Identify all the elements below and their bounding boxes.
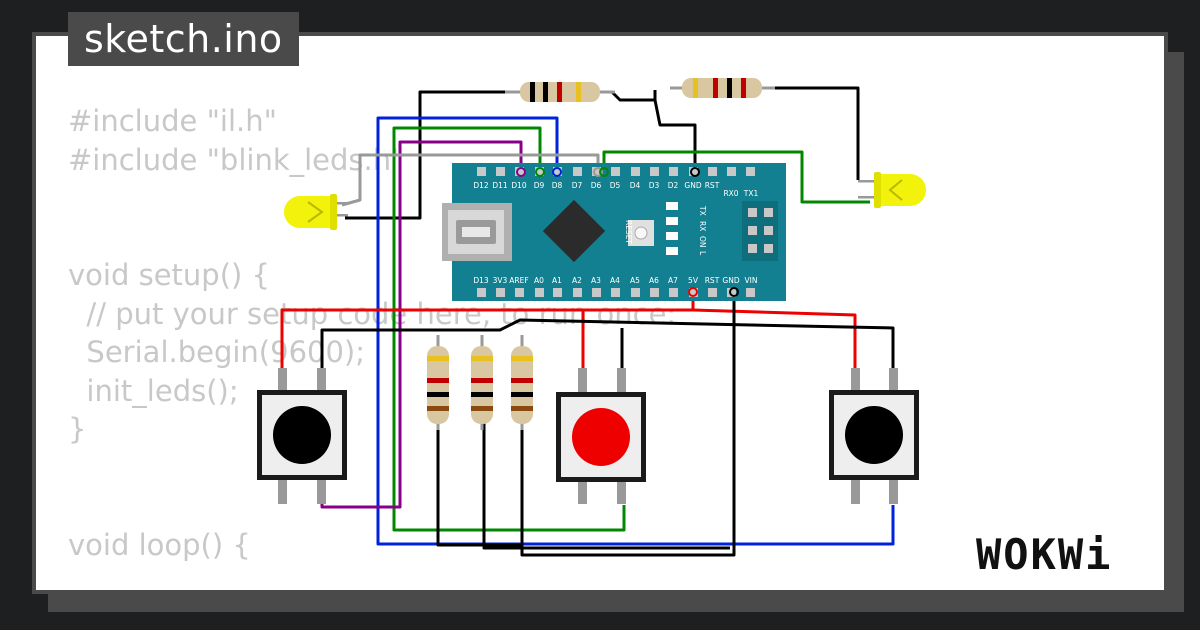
code-editor: #include "il.h" #include "blink_leds.h" …	[68, 102, 676, 564]
resistor-icon	[511, 335, 533, 430]
wire-black	[760, 86, 860, 180]
pin-label: D12	[473, 181, 489, 190]
pushbutton-icon[interactable]	[257, 368, 347, 504]
code-line: // put your setup code here, to run once…	[68, 296, 677, 331]
resistor-icon	[505, 82, 615, 102]
status-leds: TX RX ON L	[666, 202, 707, 256]
wire-purple	[320, 140, 523, 509]
wire-red	[692, 308, 857, 370]
code-line: init_leds();	[68, 373, 239, 408]
pin-label: D2	[668, 181, 679, 190]
led-icon	[858, 172, 926, 208]
pin-label: D9	[534, 181, 545, 190]
pin-label: GND	[722, 276, 739, 285]
pin-label: AREF	[509, 276, 528, 285]
pin-label: A6	[649, 276, 659, 285]
pin-label: GND	[684, 181, 701, 190]
pushbutton-icon[interactable]	[556, 368, 646, 504]
pin-label: A0	[534, 276, 544, 285]
pin-label: TX1	[743, 189, 759, 198]
wire-black	[436, 420, 522, 547]
pin-label: D7	[572, 181, 583, 190]
wire-green	[602, 150, 870, 204]
led-label: TX	[698, 205, 707, 216]
pin-label: 3V3	[493, 276, 508, 285]
arduino-nano-board: D12 D11 D10 D9 D8 D7 D6 D5 D4 D3 D2 GND …	[442, 163, 786, 301]
pin-label: D4	[630, 181, 641, 190]
code-line: void setup() {	[68, 258, 270, 292]
pin-label: D11	[492, 181, 508, 190]
wokwi-logo: WOKWi	[976, 530, 1113, 579]
chip-icon	[542, 199, 606, 263]
resistor-icon	[670, 78, 775, 98]
wire-black	[320, 318, 895, 385]
code-line: }	[68, 412, 87, 446]
pin-label: VIN	[745, 276, 758, 285]
pin-label: A3	[591, 276, 601, 285]
resistor-icon	[427, 335, 449, 430]
pin-label: D3	[649, 181, 660, 190]
code-line: Serial.begin(9600);	[68, 335, 366, 369]
pin-label: D13	[473, 276, 489, 285]
pin-label: A2	[572, 276, 582, 285]
pin-label: D10	[511, 181, 527, 190]
pin-label: D8	[552, 181, 563, 190]
pin-label: RST	[705, 181, 720, 190]
wire-black	[610, 90, 697, 172]
pin-label: 5V	[688, 276, 699, 285]
led-icon	[284, 194, 348, 230]
reset-label: RESET	[624, 220, 633, 244]
pin-label: A1	[552, 276, 562, 285]
preview-card	[32, 32, 1168, 594]
pin-label: RST	[705, 276, 720, 285]
pushbutton-icon[interactable]	[829, 368, 919, 504]
pin-label: D5	[610, 181, 621, 190]
wire-black	[482, 420, 730, 550]
usb-port-icon	[442, 203, 512, 261]
code-line: #include "blink_leds.h"	[68, 142, 405, 177]
pin-label: D6	[591, 181, 602, 190]
file-tab[interactable]: sketch.ino	[68, 12, 299, 66]
code-line: #include "il.h"	[68, 104, 277, 138]
wire-red	[280, 294, 695, 385]
pin-label: A5	[630, 276, 640, 285]
pin-label: A7	[668, 276, 678, 285]
wire-black	[520, 292, 736, 557]
code-line: void loop() {	[68, 527, 251, 562]
pin-label: RX0	[723, 189, 738, 198]
wire-gray	[341, 153, 600, 207]
icsp-header	[742, 201, 778, 261]
pin-label: A4	[610, 276, 620, 285]
led-label: L	[698, 251, 707, 256]
led-label: ON	[698, 236, 707, 248]
led-label: RX	[698, 221, 707, 231]
resistor-icon	[471, 335, 493, 430]
